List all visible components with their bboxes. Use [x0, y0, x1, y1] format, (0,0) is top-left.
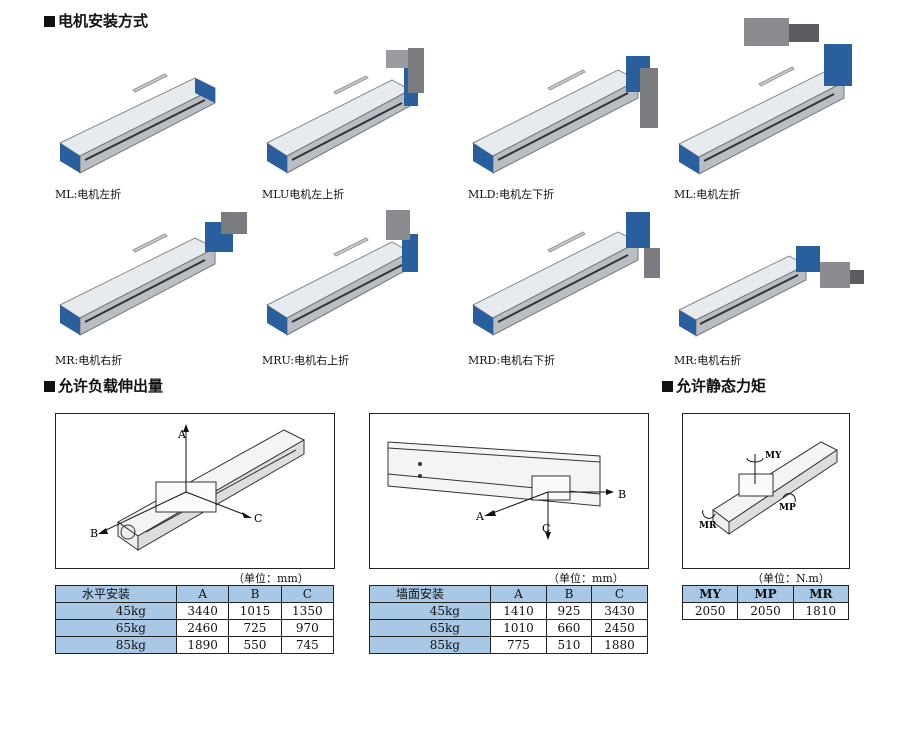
table-header-cell: C — [591, 585, 648, 603]
mounting-caption: MR:电机右折 — [674, 354, 742, 367]
linear-module-ml-illustration — [58, 73, 217, 174]
mounting-caption: MLU电机左上折 — [262, 188, 345, 201]
square-bullet-icon — [44, 16, 55, 27]
table-cell: 1890 — [175, 636, 230, 654]
table-header-cell: A — [175, 585, 230, 603]
table-cell: 745 — [280, 636, 335, 654]
mounting-option-mld: MLD:电机左下折 — [468, 48, 668, 201]
mounting-caption: MR:电机右折 — [55, 354, 123, 367]
square-bullet-icon — [662, 381, 673, 392]
table-cell: 660 — [545, 619, 593, 637]
table-cell: 85kg — [369, 636, 491, 654]
table-cell: 1810 — [792, 602, 850, 620]
table-cell: 65kg — [369, 619, 491, 637]
table-cell: 2450 — [591, 619, 648, 637]
unit-label-horizontal: （单位：mm） — [233, 572, 309, 585]
section-heading-moment: 允许静态力矩 — [662, 375, 766, 396]
table-header-cell: 水平安装 — [55, 585, 177, 603]
table-row: 2050 2050 1810 — [681, 602, 850, 620]
table-row: 65kg 1010 660 2450 — [369, 619, 648, 637]
moment-label-mr: MR — [699, 521, 717, 531]
static-moment-diagram: MY MP MR — [699, 441, 838, 535]
table-header-cell: MP — [737, 585, 794, 603]
table-cell: 970 — [280, 619, 335, 637]
table-cell: 3430 — [591, 602, 648, 620]
linear-module-ml-motor-illustration — [677, 18, 852, 175]
table-cell: 1010 — [490, 619, 547, 637]
table-cell: 1015 — [228, 602, 282, 620]
linear-module-mr-illustration — [58, 212, 247, 336]
axis-label-c: C — [542, 522, 550, 535]
table-header-cell: B — [228, 585, 282, 603]
linear-module-mld-illustration — [471, 56, 658, 174]
axis-label-c: C — [254, 512, 262, 525]
table-header-row: 水平安装 A B C — [55, 585, 335, 603]
linear-module-mr-motor-illustration — [677, 246, 864, 337]
table-header-cell: MR — [792, 585, 850, 603]
mounting-caption: MLD:电机左下折 — [468, 188, 555, 201]
table-header-row: 墙面安装 A B C — [369, 585, 648, 603]
mounting-option-mlu: MLU电机左上折 — [262, 48, 462, 201]
table-row: 45kg 3440 1015 1350 — [55, 602, 335, 620]
table-cell: 510 — [545, 636, 593, 654]
table-cell: 1350 — [280, 602, 335, 620]
table-header-cell: 墙面安装 — [369, 585, 491, 603]
table-cell: 775 — [490, 636, 547, 654]
table-header-cell: A — [490, 585, 547, 603]
mounting-caption: MRU:电机右上折 — [262, 354, 350, 367]
figure-static-moment: MY MP MR — [682, 413, 850, 569]
unit-label-wall: （单位：mm） — [548, 572, 624, 585]
section-heading-mounting: 电机安装方式 — [44, 10, 148, 31]
linear-module-mrd-illustration — [471, 212, 660, 336]
table-header-cell: C — [280, 585, 335, 603]
horizontal-mount-diagram: A B C — [90, 424, 306, 551]
linear-module-mru-illustration — [265, 210, 418, 336]
mounting-option-mru: MRU:电机右上折 — [262, 210, 462, 367]
table-cell: 925 — [545, 602, 593, 620]
axis-label-a: A — [177, 428, 187, 441]
mounting-option-mr-2: MR:电机右折 — [674, 210, 874, 367]
mounting-caption: MRD:电机右下折 — [468, 354, 556, 367]
axis-label-a: A — [475, 510, 485, 523]
table-wall-load: 墙面安装 A B C 45kg 1410 925 3430 65kg 1010 … — [369, 585, 648, 654]
axis-label-b: B — [618, 488, 626, 501]
moment-label-mp: MP — [779, 503, 796, 513]
mounting-caption: ML:电机左折 — [674, 188, 741, 201]
linear-module-mlu-illustration — [265, 48, 424, 174]
table-row: 85kg 1890 550 745 — [55, 636, 335, 654]
figure-wall-mount: A B C — [369, 413, 649, 569]
table-cell: 45kg — [369, 602, 491, 620]
table-horizontal-load: 水平安装 A B C 45kg 3440 1015 1350 65kg 2460… — [55, 585, 335, 654]
table-cell: 1880 — [591, 636, 648, 654]
section-heading-load: 允许负载伸出量 — [44, 375, 163, 396]
mounting-caption: ML:电机左折 — [55, 188, 122, 201]
table-row: 65kg 2460 725 970 — [55, 619, 335, 637]
table-row: 85kg 775 510 1880 — [369, 636, 648, 654]
table-cell: 1410 — [490, 602, 547, 620]
moment-label-my: MY — [765, 451, 782, 461]
mounting-option-ml: ML:电机左折 — [55, 48, 255, 201]
table-cell: 550 — [228, 636, 282, 654]
table-cell: 65kg — [55, 619, 177, 637]
square-bullet-icon — [44, 381, 55, 392]
table-cell: 3440 — [175, 602, 230, 620]
table-cell: 2050 — [681, 602, 739, 620]
mounting-option-mr: MR:电机右折 — [55, 210, 255, 367]
table-cell: 2050 — [737, 602, 794, 620]
wall-mount-diagram: A B C — [387, 441, 626, 540]
table-cell: 725 — [228, 619, 282, 637]
table-header-cell: B — [545, 585, 593, 603]
table-header-row: MY MP MR — [681, 585, 850, 603]
table-row: 45kg 1410 925 3430 — [369, 602, 648, 620]
mounting-option-mrd: MRD:电机右下折 — [468, 210, 668, 367]
table-static-moment: MY MP MR 2050 2050 1810 — [681, 585, 850, 620]
figure-horizontal-mount: A B C — [55, 413, 335, 569]
unit-label-moment: （单位：N.m） — [752, 572, 830, 585]
table-header-cell: MY — [681, 585, 739, 603]
table-cell: 45kg — [55, 602, 177, 620]
axis-label-b: B — [90, 527, 98, 540]
mounting-option-ml-2: ML:电机左折 — [674, 14, 874, 201]
table-cell: 85kg — [55, 636, 177, 654]
table-cell: 2460 — [175, 619, 230, 637]
